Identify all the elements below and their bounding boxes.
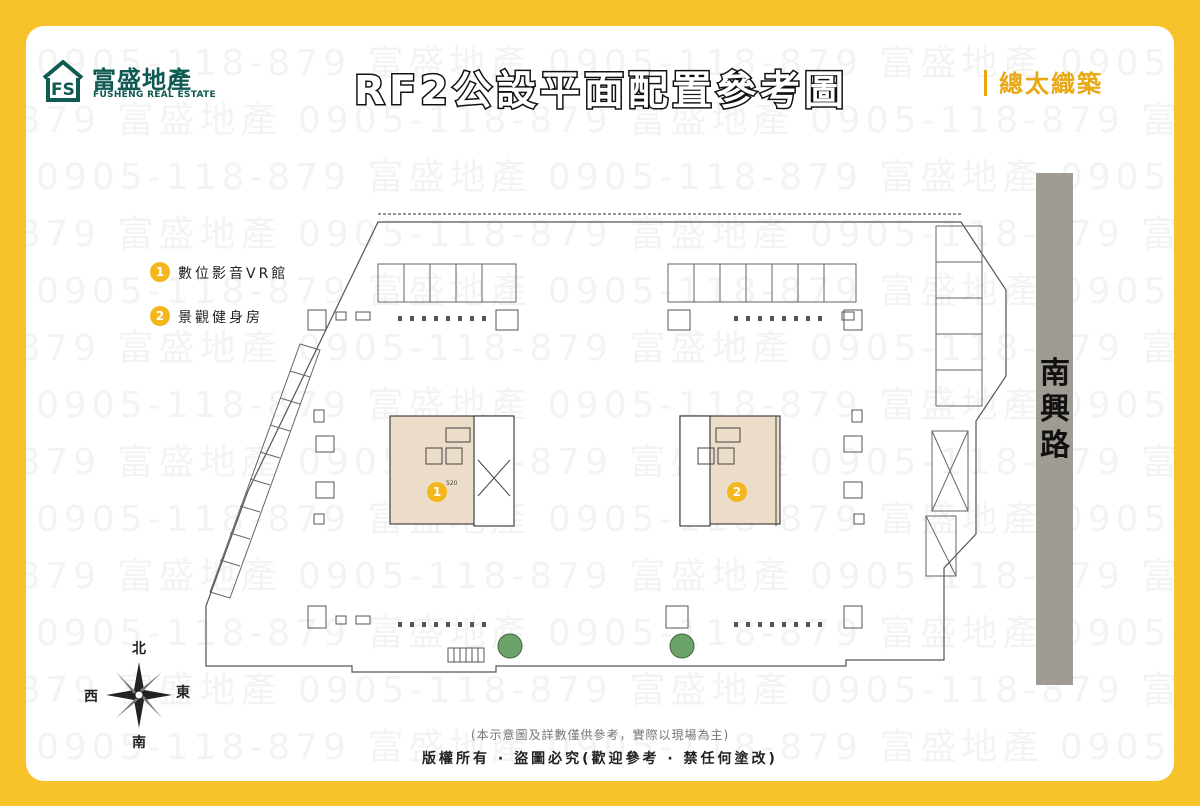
parking-north bbox=[377, 263, 857, 303]
compass-west: 西 bbox=[84, 689, 98, 705]
legend-label-1: 數位影音VR館 bbox=[178, 266, 289, 282]
builder-divider bbox=[984, 70, 987, 96]
legend-badge-1: 1 bbox=[150, 262, 170, 282]
parking-west bbox=[209, 343, 321, 599]
compass-north: 北 bbox=[132, 641, 146, 657]
rooftop-dash-rows bbox=[398, 316, 822, 627]
compass-rose-icon bbox=[106, 662, 172, 728]
vr-room-block: 520 bbox=[389, 415, 515, 527]
poster-card: 0905-118-879 富盛地產 0905-118-879 富盛地產 0905… bbox=[26, 26, 1174, 781]
road-label: 南興路 bbox=[1040, 356, 1070, 463]
compass-east: 東 bbox=[176, 685, 190, 701]
disclaimer: (本示意圖及詳數僅供參考，實際以現場為主) bbox=[470, 728, 730, 742]
brand-name-cn: 富盛地產 bbox=[92, 66, 192, 94]
svg-text:FS: FS bbox=[51, 80, 75, 100]
rooftop-equipment bbox=[307, 309, 865, 629]
floor-plan: 520 bbox=[205, 213, 1007, 673]
page-title-text: RF2公設平面配置參考圖 bbox=[354, 68, 848, 114]
legend-item-1: 1 數位影音VR館 bbox=[150, 262, 310, 284]
brand-name-en: FUSHENG REAL ESTATE bbox=[93, 90, 216, 100]
room-tag: 520 bbox=[446, 480, 458, 487]
legend-item-2: 2 景觀健身房 bbox=[150, 306, 310, 328]
house-logo-icon: FS bbox=[42, 60, 84, 102]
gym-room-block bbox=[679, 415, 781, 527]
parking-east bbox=[925, 225, 983, 577]
compass: 北 南 西 東 bbox=[56, 638, 190, 751]
legend-badge-2: 2 bbox=[150, 306, 170, 326]
room-marker-1: 1 bbox=[427, 482, 447, 502]
page-title: RF2公設平面配置參考圖 bbox=[353, 67, 848, 116]
plan-outline bbox=[205, 213, 1007, 673]
compass-south: 南 bbox=[132, 735, 146, 751]
room-marker-2: 2 bbox=[727, 482, 747, 502]
builder-name: 總太織築 bbox=[984, 64, 1103, 99]
brand-logo: FS 富盛地產 FUSHENG REAL ESTATE bbox=[40, 58, 220, 110]
road-strip bbox=[1036, 173, 1073, 685]
landscape-trees bbox=[497, 633, 695, 659]
legend-label-2: 景觀健身房 bbox=[178, 310, 263, 326]
stair-south bbox=[447, 647, 485, 663]
copyright-notice: 版權所有 · 盜圖必究(歡迎參考 · 禁任何塗改) bbox=[422, 751, 778, 767]
builder-name-text: 總太織築 bbox=[999, 70, 1103, 98]
